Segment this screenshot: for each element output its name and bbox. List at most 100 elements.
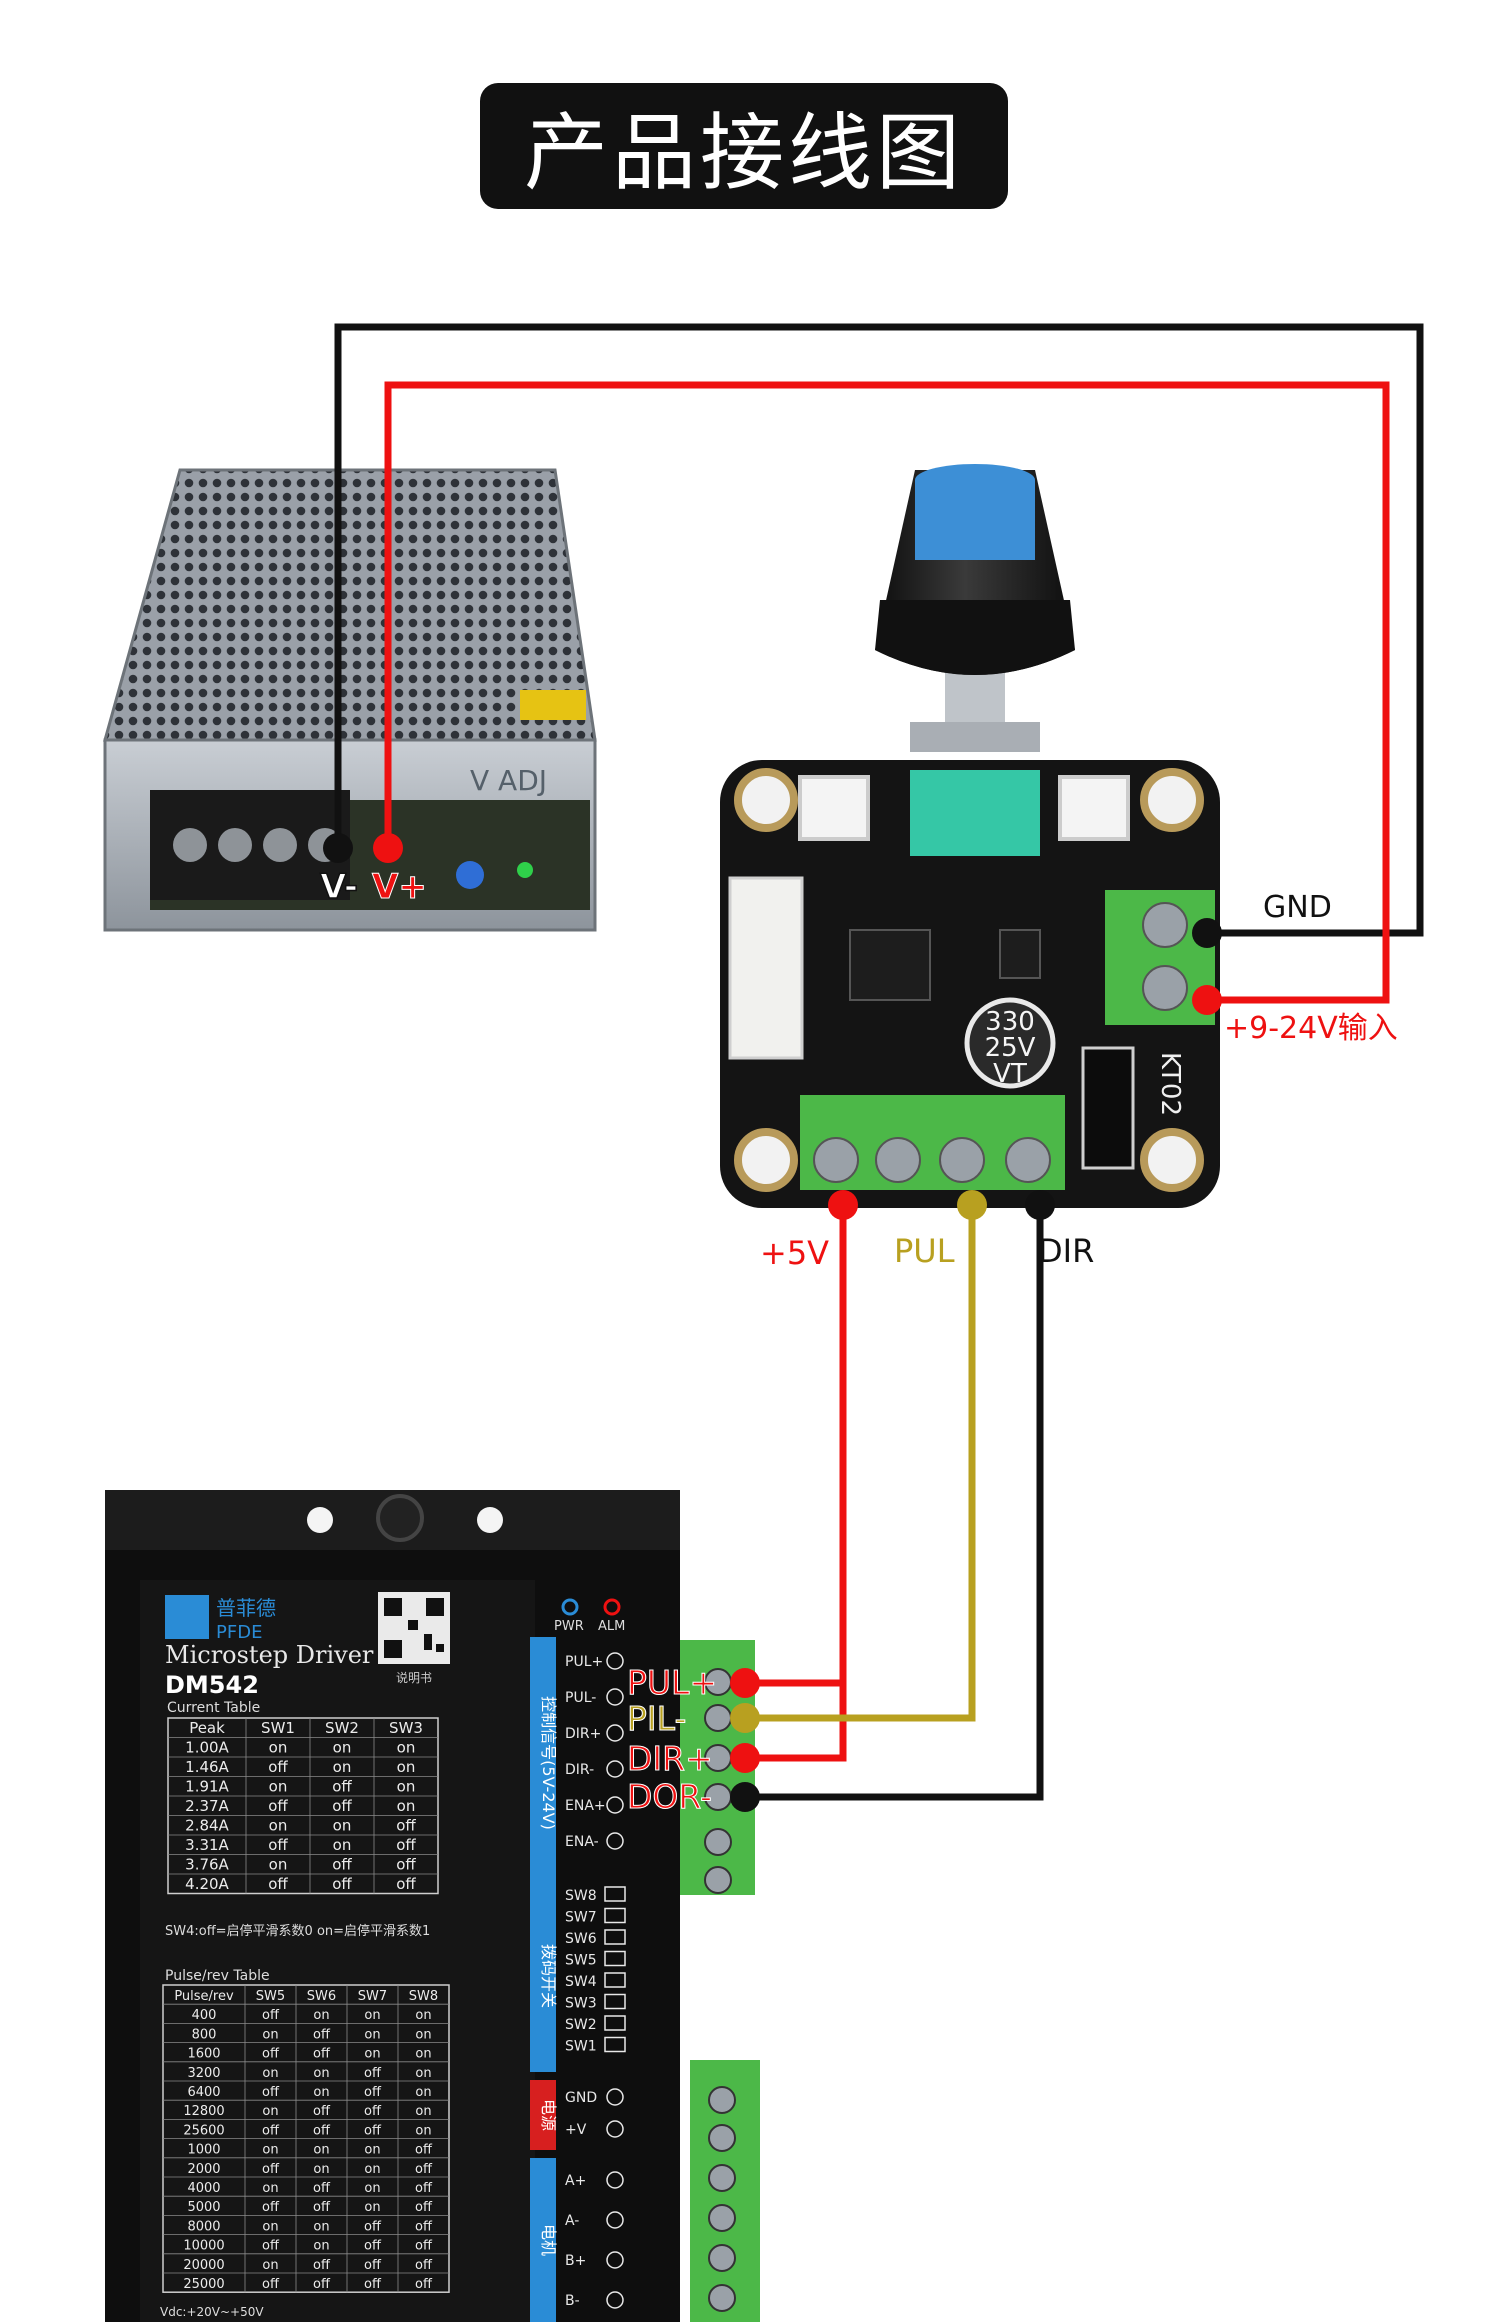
pwr-led <box>561 1598 579 1616</box>
screw-icon <box>606 1688 624 1706</box>
pulse-table-cell: on <box>262 2219 278 2234</box>
pulse-table-cell: off <box>415 2219 433 2234</box>
voltage-range: Vdc:+20V~+50V <box>160 2305 264 2319</box>
current-table-cell: on <box>397 1739 416 1757</box>
dip-switch[interactable] <box>604 1972 626 1988</box>
pulse-table-cell: on <box>313 2239 329 2254</box>
capacitor-text-2: 25V <box>985 1033 1036 1063</box>
dip-switch[interactable] <box>604 1929 626 1945</box>
screw-icon <box>606 2251 624 2269</box>
kt02-header <box>1081 1046 1135 1170</box>
pulse-table-cell: on <box>415 2104 431 2119</box>
pulse-table-cell: off <box>364 2277 382 2292</box>
signal-pin-label: PUL- <box>565 1690 596 1706</box>
terminal-screw <box>704 1866 732 1894</box>
pulse-table-cell: off <box>364 2239 382 2254</box>
pulse-table-cell: 5000 <box>187 2200 220 2215</box>
psu-vplus-label: V+ <box>372 867 427 907</box>
plus5v-wire <box>745 1205 847 1762</box>
electrolytic-capacitor <box>964 997 1056 1089</box>
current-table-cell: off <box>396 1817 416 1835</box>
signal-pin-label: DIR+ <box>565 1726 601 1742</box>
pulse-table-cell: on <box>364 2143 380 2158</box>
dip-switch[interactable] <box>604 2036 626 2053</box>
qr-caption: 说明书 <box>396 1670 432 1685</box>
pulse-table-cell: 25000 <box>183 2277 224 2292</box>
terminal-screw <box>708 2204 736 2232</box>
signal-group-label: 控制信号(5V-24V) <box>539 1696 558 1830</box>
gnd-wire <box>334 323 1424 937</box>
pulse-table-cell: off <box>364 2085 382 2100</box>
power-led <box>517 862 533 878</box>
signal-pin-label: ENA+ <box>565 1798 606 1814</box>
pulse-table-cell: off <box>364 2123 382 2138</box>
dip-switch[interactable] <box>604 1886 626 1902</box>
screw-icon <box>606 1832 624 1850</box>
pulse-table-cell: on <box>313 2085 329 2100</box>
current-table-cell: on <box>269 1817 288 1835</box>
pulse-table-cell: off <box>262 2277 280 2292</box>
pulse-table-cell: off <box>313 2181 331 2196</box>
motor-pin-label: B+ <box>565 2253 586 2269</box>
dip-switch[interactable] <box>604 2015 626 2031</box>
pulse-table-cell: off <box>415 2143 433 2158</box>
pulse-table-caption: Pulse/rev Table <box>165 1968 270 1984</box>
current-table-cell: 1.00A <box>185 1739 229 1757</box>
current-table-cell: on <box>333 1758 352 1776</box>
current-table-cell: 1.46A <box>185 1758 229 1776</box>
current-table-cell: off <box>268 1758 288 1776</box>
pulse-table-cell: off <box>415 2162 433 2177</box>
current-table-header-cell: SW3 <box>389 1719 423 1737</box>
power-supply: V ADJ <box>103 468 597 932</box>
current-table-cell: off <box>268 1797 288 1815</box>
wires <box>334 323 1424 1801</box>
current-table-cell: on <box>333 1836 352 1854</box>
wire-label-dor-minus: DOR- <box>627 1777 712 1816</box>
dir-wire <box>745 1205 1044 1801</box>
pulse-table-cell: 4000 <box>187 2181 220 2196</box>
brand-logo <box>165 1595 209 1639</box>
current-table-caption: Current Table <box>167 1700 260 1716</box>
brand-name-en: PFDE <box>216 1622 262 1643</box>
pulse-table-cell: off <box>313 2104 331 2119</box>
product-name: Microstep Driver <box>165 1641 374 1669</box>
capacitor-text-1: 330 <box>985 1007 1035 1037</box>
screw-icon <box>606 1760 624 1778</box>
current-table-cell: on <box>269 1778 288 1796</box>
connection-dots <box>323 833 1222 1812</box>
current-table-cell: off <box>332 1778 352 1796</box>
pulse-table-cell: on <box>313 2143 329 2158</box>
pulse-table-header-cell: Pulse/rev <box>174 1989 234 2004</box>
pulse-table-cell: on <box>415 2027 431 2042</box>
dip-switch[interactable] <box>604 1993 626 2010</box>
gnd-label: GND <box>1263 890 1332 925</box>
dip-switch[interactable] <box>604 1950 626 1967</box>
pulse-table-header-cell: SW5 <box>256 1989 285 2004</box>
pulse-table-cell: on <box>364 2027 380 2042</box>
current-table-cell: on <box>269 1856 288 1874</box>
dip-switch[interactable] <box>604 1907 626 1924</box>
pulse-table-cell: on <box>415 2008 431 2023</box>
screw-icon <box>606 1652 624 1670</box>
current-table-cell: off <box>332 1797 352 1815</box>
current-table-cell: on <box>397 1797 416 1815</box>
pulse-table-cell: on <box>313 2162 329 2177</box>
current-table-cell: off <box>396 1856 416 1874</box>
board-silk-label: KT02 <box>1155 1052 1185 1116</box>
driver-wire-labels: PUL+ PIL- DIR+ DOR- <box>627 1663 718 1817</box>
pulse-table-cell: 8000 <box>187 2219 220 2234</box>
pulse-table-cell: off <box>262 2085 280 2100</box>
pulse-table-cell: on <box>364 2181 380 2196</box>
pulse-table-cell: 10000 <box>183 2239 224 2254</box>
adjust-potentiometer[interactable] <box>456 861 484 889</box>
current-table-cell: off <box>268 1836 288 1854</box>
current-table-header-cell: SW2 <box>325 1719 359 1737</box>
capacitor-text-3: VT <box>993 1059 1027 1089</box>
pulse-table-cell: on <box>262 2027 278 2042</box>
switch-label: SW4 <box>565 1974 597 1990</box>
switch-label: SW5 <box>565 1953 597 1969</box>
stepper-driver: 普菲德 PFDE 说明书 Microstep Driver DM542 Curr… <box>105 1490 760 2322</box>
speed-knob[interactable] <box>875 464 1075 752</box>
pulse-table-cell: off <box>313 2277 331 2292</box>
pulse-table-cell: off <box>313 2123 331 2138</box>
